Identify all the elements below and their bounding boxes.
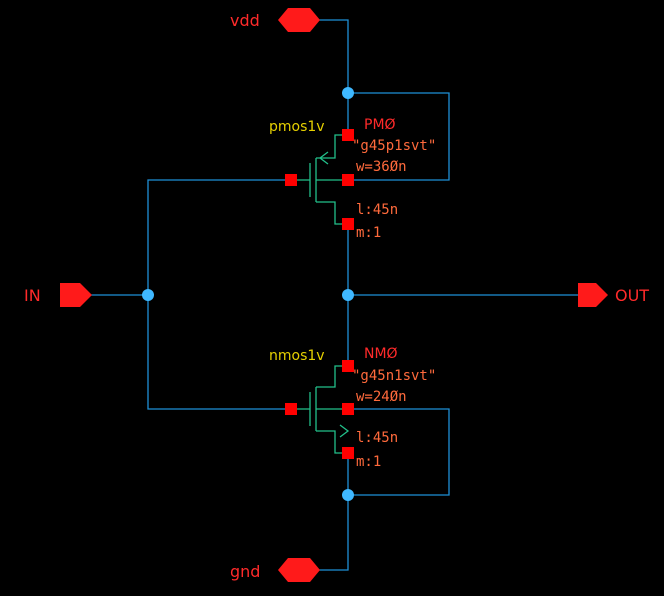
- in-port[interactable]: [60, 283, 92, 307]
- pmos-gate-pin[interactable]: [285, 174, 297, 186]
- nmos-transistor[interactable]: [285, 360, 354, 459]
- pmos-drain-leg: [316, 201, 348, 225]
- wire-gnd[interactable]: [318, 495, 349, 571]
- nmos-arrow: [339, 424, 350, 438]
- gnd-label: gnd: [230, 562, 260, 581]
- ports: [60, 8, 608, 582]
- junctions: [142, 87, 354, 501]
- out-label: OUT: [615, 286, 649, 305]
- wire-pmos-body[interactable]: [348, 92, 450, 181]
- nmos-source-pin[interactable]: [342, 447, 354, 459]
- wire-gate-bus[interactable]: [147, 179, 291, 410]
- nmos-model-label: "g45n1svt": [352, 368, 436, 384]
- junction-vdd: [342, 87, 354, 99]
- pmos-transistor[interactable]: [285, 129, 354, 230]
- wire-vdd[interactable]: [318, 19, 349, 93]
- nmos-instance-label: NMØ: [364, 346, 398, 362]
- junction-gnd: [342, 489, 354, 501]
- pmos-body-pin[interactable]: [342, 174, 354, 186]
- nmos-length-label: l:45n: [356, 430, 398, 446]
- vdd-label: vdd: [230, 11, 260, 30]
- nmos-drain-pin[interactable]: [342, 360, 354, 372]
- pmos-source-leg: [316, 134, 348, 159]
- nmos-drain-leg: [316, 365, 348, 388]
- vdd-port[interactable]: [278, 8, 320, 32]
- junction-in: [142, 289, 154, 301]
- pmos-multiplier-label: m:1: [356, 225, 381, 241]
- nmos-source-leg: [316, 430, 348, 454]
- pmos-drain-pin[interactable]: [342, 218, 354, 230]
- nmos-multiplier-label: m:1: [356, 454, 381, 470]
- nmos-width-label: w=24Øn: [356, 389, 407, 405]
- in-label: IN: [24, 286, 41, 305]
- wire-nmos-body[interactable]: [348, 408, 450, 496]
- pmos-length-label: l:45n: [356, 202, 398, 218]
- pmos-cell-label: pmos1v: [269, 119, 325, 135]
- pmos-arrow: [318, 151, 329, 165]
- pmos-source-pin[interactable]: [342, 129, 354, 141]
- wires: [90, 19, 580, 571]
- pmos-instance-label: PMØ: [364, 117, 396, 133]
- pmos-model-label: "g45p1svt": [352, 138, 436, 154]
- junction-out: [342, 289, 354, 301]
- pmos-width-label: w=36Øn: [356, 159, 407, 175]
- nmos-cell-label: nmos1v: [269, 348, 325, 364]
- nmos-body-pin[interactable]: [342, 403, 354, 415]
- out-port[interactable]: [578, 283, 608, 307]
- gnd-port[interactable]: [278, 558, 320, 582]
- nmos-gate-pin[interactable]: [285, 403, 297, 415]
